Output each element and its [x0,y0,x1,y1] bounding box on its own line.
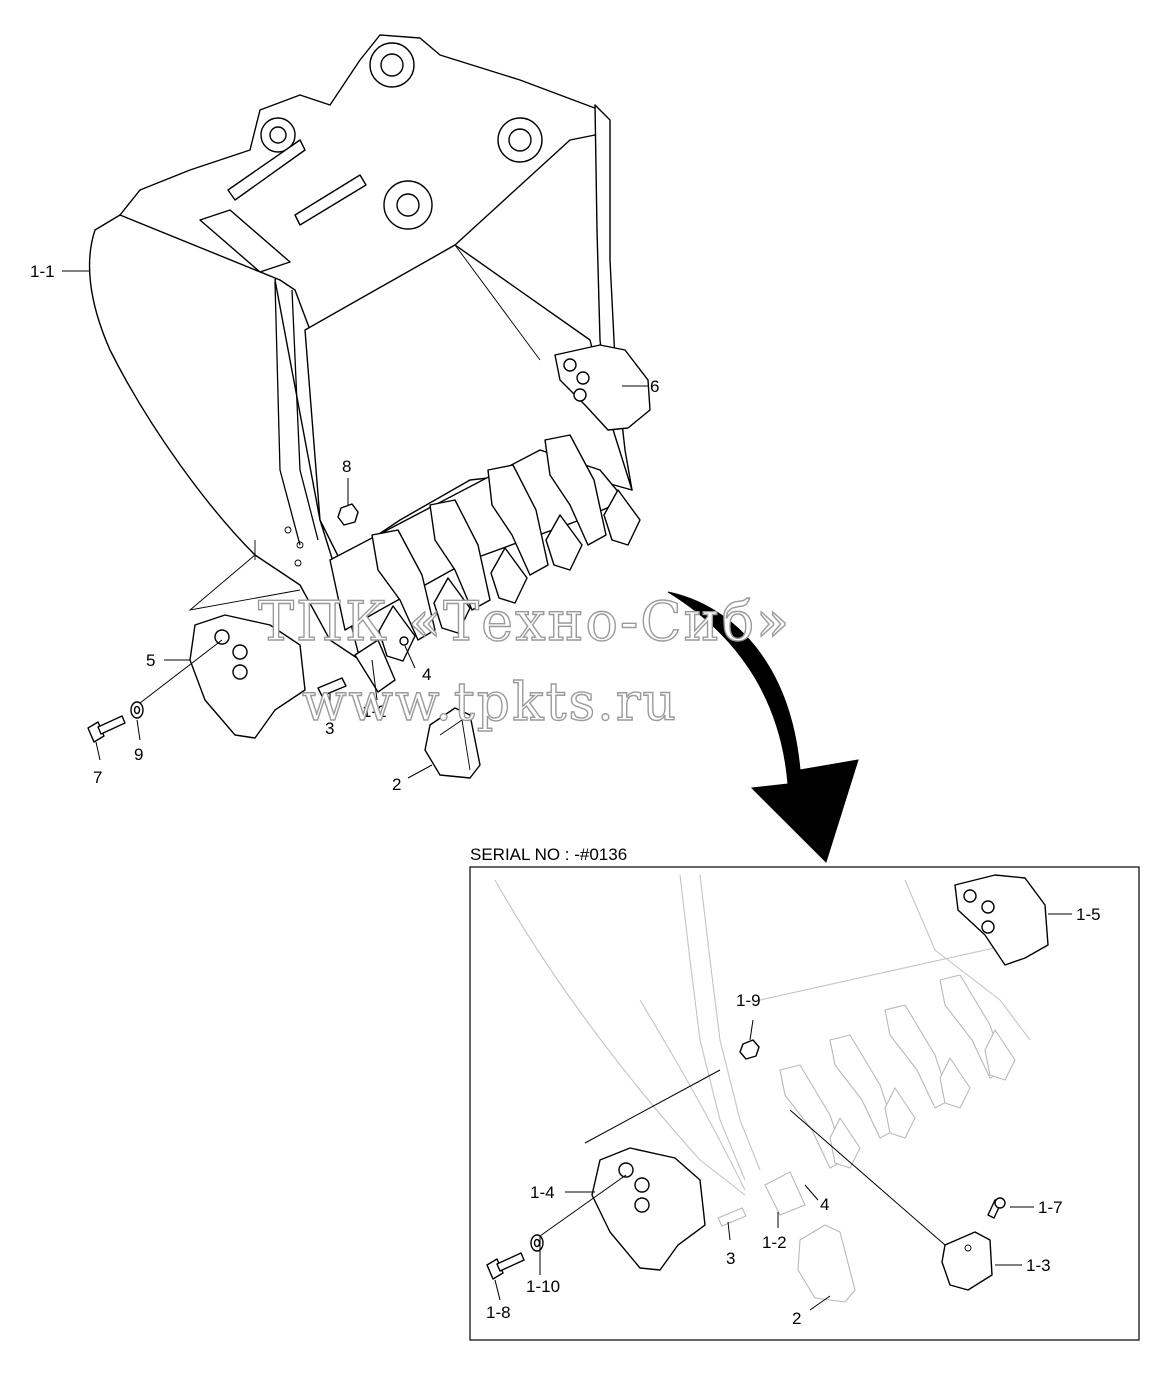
inset-callout-1-10: 1-10 [526,1277,560,1296]
inset-callout-1-2: 1-2 [762,1233,787,1252]
inset-callout-1-5: 1-5 [1076,905,1101,924]
callout-2: 2 [392,775,401,794]
inset-ghost-bucket [494,874,1031,1196]
nut-8 [337,503,359,526]
inset-side-cutter-1-5 [954,874,1049,966]
inset-adapter-1-2 [764,1171,806,1216]
rib-2 [294,174,367,226]
inset-pin-3 [717,1207,747,1227]
tooth-row [371,434,641,662]
bucket-window [199,209,291,273]
inset-bolt-1-8 [486,1252,525,1280]
callout-3: 3 [325,719,334,738]
tooth-2 [424,707,481,779]
bucket-assembly [87,34,651,779]
callout-1-1: 1-1 [30,262,55,281]
side-cutter-5 [189,614,306,739]
callout-5: 5 [146,651,155,670]
inset-callout-1-8: 1-8 [486,1303,511,1322]
inset-callout-1-7: 1-7 [1038,1198,1063,1217]
side-cutter-6 [554,344,651,431]
adapter-1-2 [354,639,396,693]
lock-4 [399,636,409,646]
inset-leader-lines [494,913,1072,1311]
pointer-arrow [667,591,859,863]
pin-3 [317,677,347,697]
main-leader-lines [62,270,648,779]
inset-callout-1-3: 1-3 [1026,1256,1051,1275]
bolt-7 [87,715,126,743]
callout-9: 9 [134,745,143,764]
callout-1-2: 1-2 [362,702,387,721]
inset-callout-1-4: 1-4 [530,1183,555,1202]
bucket-side-plate [88,169,431,661]
rib-1 [227,139,306,201]
inset-nut-1-9 [739,1039,760,1060]
inset-callout-1-9: 1-9 [736,991,761,1010]
callout-8: 8 [342,457,351,476]
watermark-line2: www.tpkts.ru [302,673,678,733]
callout-6: 6 [650,377,659,396]
inset-callout-4: 4 [820,1195,829,1214]
callout-4: 4 [422,665,431,684]
inset-serial-title: SERIAL NO : -#0136 [470,845,627,864]
inset-callout-2: 2 [792,1309,801,1328]
watermark-line1: ТПК «Техно-Сиб» [258,590,791,653]
inset-callout-3: 3 [726,1249,735,1268]
inset-cap-1-3 [941,1231,993,1291]
inset-tooth-2 [797,1224,856,1303]
callout-7: 7 [93,768,102,787]
